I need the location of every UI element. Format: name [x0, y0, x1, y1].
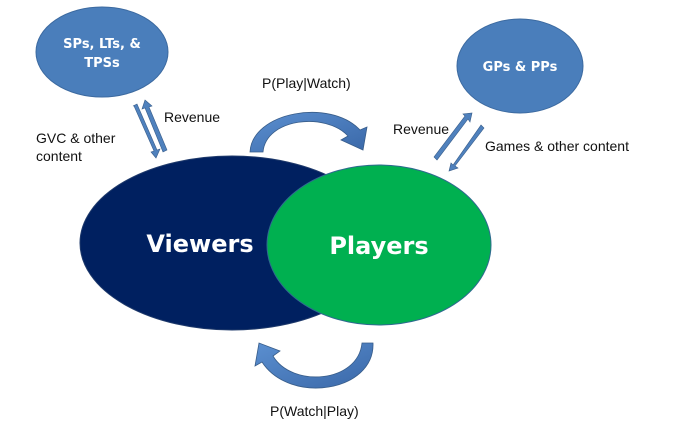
- left-revenue-label: Revenue: [164, 109, 221, 125]
- left-content-label-line2: content: [36, 148, 82, 164]
- viewers-label: Viewers: [146, 230, 253, 258]
- right-revenue-arrow: [433, 112, 473, 161]
- left-content-arrow: [132, 103, 161, 159]
- watch-given-play-arrow: [254, 342, 374, 389]
- watch-given-play-label: P(Watch|Play): [270, 403, 359, 419]
- left-content-label-line1: GVC & other: [36, 130, 116, 146]
- sps-node-label-1: SPs, LTs, &: [63, 37, 141, 52]
- right-revenue-label: Revenue: [393, 121, 450, 137]
- players-label: Players: [329, 232, 428, 260]
- players-node: [266, 164, 492, 326]
- gps-node-label: GPs & PPs: [483, 60, 558, 75]
- play-given-watch-arrow: [249, 111, 368, 153]
- play-given-watch-label: P(Play|Watch): [262, 75, 351, 91]
- right-content-arrow: [448, 124, 485, 172]
- left-revenue-arrow: [141, 99, 168, 153]
- sps-node-label-2: TPSs: [84, 56, 120, 71]
- sps-node: [35, 6, 169, 98]
- right-content-label: Games & other content: [485, 138, 629, 154]
- gps-node: [456, 18, 584, 114]
- left-content-label: GVC & other content: [36, 129, 115, 165]
